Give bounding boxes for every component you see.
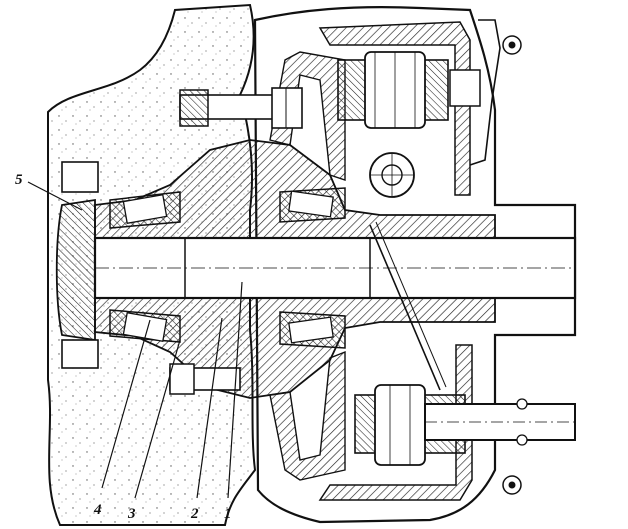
callout-2: 2 — [190, 506, 199, 522]
leader-lines — [27, 181, 243, 499]
tapered-bearing-left-upper — [109, 191, 181, 229]
left-nut-upper — [61, 161, 99, 193]
right-flange-rim — [318, 21, 471, 196]
drum-plate-lower — [269, 350, 346, 481]
upper-roller-bearing — [337, 51, 481, 129]
left-end-cover — [55, 198, 96, 342]
callout-5: 5 — [15, 172, 23, 188]
callout-3: 3 — [127, 506, 136, 522]
tapered-bearing-right-lower — [279, 311, 346, 349]
upper-pin-bore — [369, 152, 415, 198]
lower-stud-bolt — [169, 363, 241, 395]
left-nut-lower — [61, 339, 99, 369]
right-flange-rim-lower — [318, 344, 473, 501]
callout-4: 4 — [93, 502, 102, 518]
upper-stud-bolt — [179, 87, 303, 129]
tapered-bearing-right-upper — [279, 187, 346, 223]
upper-right-linkage — [469, 19, 501, 166]
right-housing-casting — [253, 6, 577, 524]
callout-1: 1 — [224, 506, 232, 522]
